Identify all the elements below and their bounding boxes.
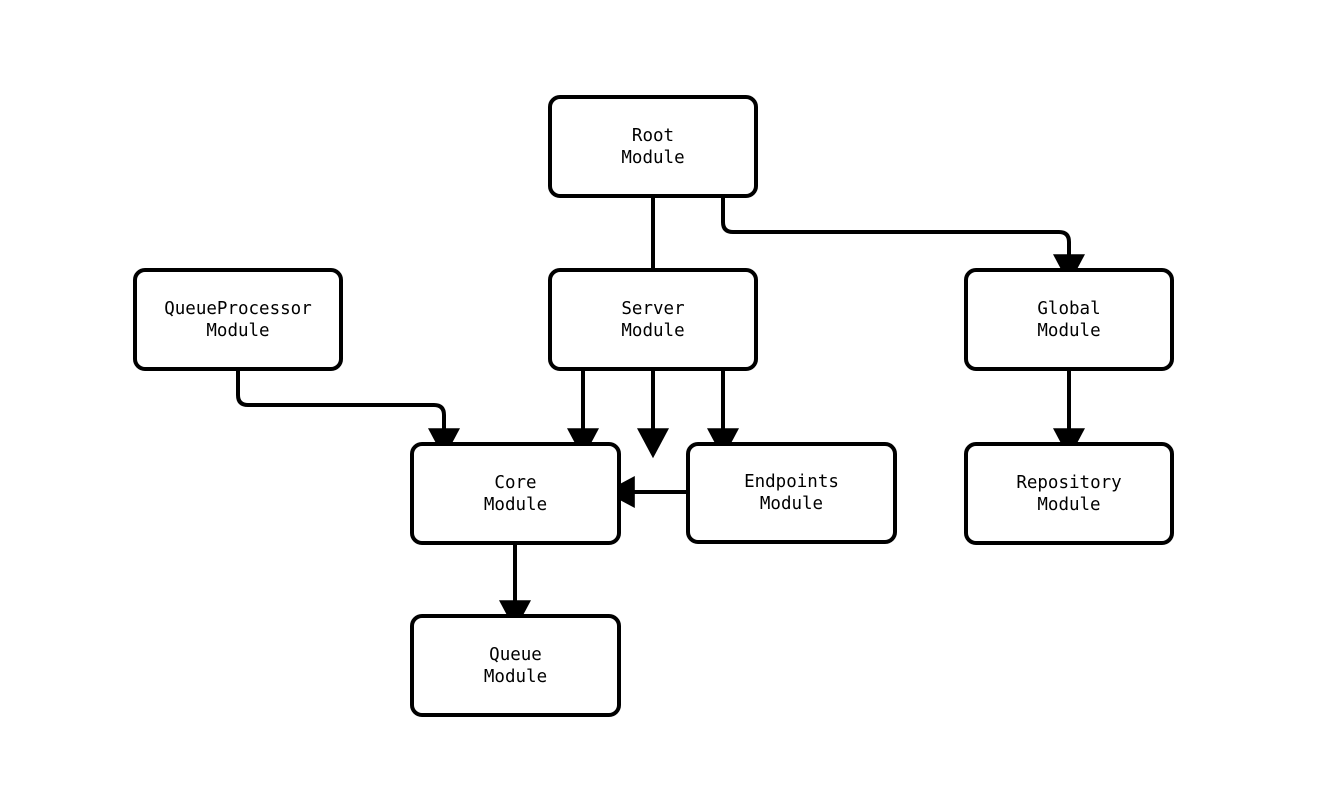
node-core-module-label: Core Module xyxy=(483,472,548,515)
node-global-module-label: Global Module xyxy=(1037,298,1101,341)
node-queue-module[interactable]: Queue Module xyxy=(410,614,621,717)
node-server-module-label: Server Module xyxy=(621,298,685,341)
node-queueprocessor-module-label: QueueProcessor Module xyxy=(164,298,312,341)
node-server-module[interactable]: Server Module xyxy=(548,268,758,371)
node-repository-module[interactable]: Repository Module xyxy=(964,442,1174,545)
edge-root-to-global xyxy=(721,198,1085,285)
node-endpoints-module[interactable]: Endpoints Module xyxy=(686,442,897,544)
node-repository-module-label: Repository Module xyxy=(1016,472,1122,515)
node-queue-module-label: Queue Module xyxy=(483,644,548,687)
node-root-module-label: Root Module xyxy=(621,125,685,168)
node-queueprocessor-module[interactable]: QueueProcessor Module xyxy=(133,268,343,371)
node-root-module[interactable]: Root Module xyxy=(548,95,758,198)
node-endpoints-module-label: Endpoints Module xyxy=(744,472,839,514)
node-global-module[interactable]: Global Module xyxy=(964,268,1174,371)
node-core-module[interactable]: Core Module xyxy=(410,442,621,545)
edge-queueprocessor-to-core xyxy=(236,371,460,459)
